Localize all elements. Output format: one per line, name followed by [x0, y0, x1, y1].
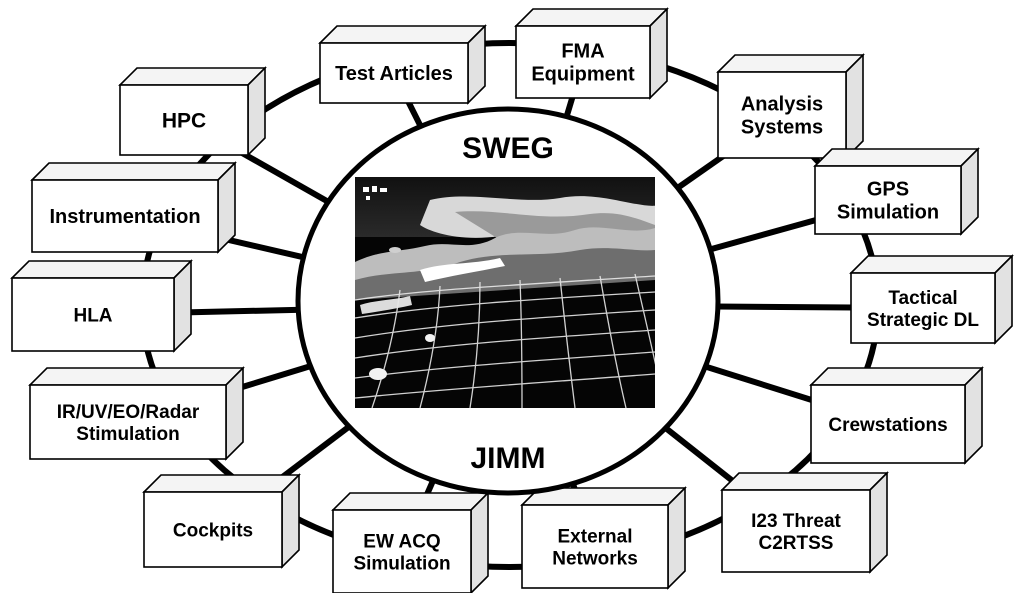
- box-front-face: [521, 504, 669, 589]
- gps-simulation-label-line-1: GPS: [867, 179, 909, 201]
- box-side-face: [225, 366, 244, 461]
- box-top-face: [514, 8, 669, 27]
- box-top-face: [142, 474, 301, 493]
- box-top-face: [809, 367, 984, 386]
- external-networks-label-line-1: External: [558, 526, 633, 547]
- box-cockpits: Cockpits: [142, 473, 301, 569]
- box-top-face: [849, 255, 1014, 274]
- box-front-face: [11, 277, 175, 352]
- box-top-face: [28, 367, 245, 386]
- box-hla: HLA: [10, 259, 193, 353]
- box-front-face: [332, 509, 472, 593]
- box-side-face: [217, 161, 236, 254]
- fma-equipment-label-line-1: FMA: [561, 41, 604, 63]
- box-side-face: [470, 491, 489, 593]
- i23-threat-c2rtss-label-line-2: C2RTSS: [759, 533, 834, 554]
- hla-label-line-1: HLA: [73, 305, 112, 326]
- box-side-face: [281, 473, 300, 569]
- cockpits-label-line-1: Cockpits: [173, 520, 253, 541]
- box-front-face: [721, 489, 871, 573]
- terrain-simulation-image: [355, 177, 655, 408]
- box-test-articles: Test Articles: [318, 24, 487, 105]
- box-front-face: [29, 384, 227, 460]
- tactical-strategic-dl-label-line-2: Strategic DL: [867, 310, 979, 331]
- box-top-face: [118, 67, 267, 86]
- test-articles-label-line-1: Test Articles: [335, 63, 453, 85]
- hpc-label-line-1: HPC: [162, 110, 206, 133]
- instrumentation-label-line-1: Instrumentation: [49, 206, 200, 228]
- box-side-face: [964, 366, 983, 465]
- box-front-face: [319, 42, 469, 104]
- box-hpc: HPC: [118, 66, 267, 157]
- box-side-face: [869, 471, 888, 574]
- box-instrumentation: Instrumentation: [30, 161, 237, 254]
- gps-simulation-label-line-2: Simulation: [837, 202, 939, 224]
- box-side-face: [845, 53, 864, 160]
- box-side-face: [173, 259, 192, 353]
- box-side-face: [649, 7, 668, 100]
- ew-acq-simulation-label-line-2: Simulation: [353, 553, 450, 574]
- box-front-face: [850, 272, 996, 344]
- box-top-face: [813, 148, 980, 167]
- box-front-face: [143, 491, 283, 568]
- fma-equipment-label-line-2: Equipment: [531, 64, 635, 86]
- crewstations-label-line-1: Crewstations: [828, 415, 947, 436]
- box-top-face: [10, 260, 193, 279]
- external-networks-label-line-2: Networks: [552, 548, 638, 569]
- box-top-face: [720, 472, 889, 491]
- box-front-face: [31, 179, 219, 253]
- box-front-face: [810, 384, 966, 464]
- box-front-face: [717, 71, 847, 159]
- ir-uv-eo-radar-stimulation-label-line-2: Stimulation: [76, 424, 179, 445]
- ir-uv-eo-radar-stimulation-label-line-1: IR/UV/EO/Radar: [57, 402, 200, 423]
- box-top-face: [716, 54, 865, 73]
- box-top-face: [30, 162, 237, 181]
- ew-acq-simulation-label-line-1: EW ACQ: [363, 531, 440, 552]
- analysis-systems-label-line-2: Systems: [741, 117, 823, 139]
- box-crewstations: Crewstations: [809, 366, 984, 465]
- box-top-face: [331, 492, 490, 511]
- hub-bottom-label: JIMM: [471, 442, 546, 475]
- tactical-strategic-dl-label-line-1: Tactical: [888, 288, 957, 309]
- box-front-face: [515, 25, 651, 99]
- hub-top-label: SWEG: [462, 132, 554, 165]
- box-top-face: [318, 25, 487, 44]
- box-front-face: [814, 165, 962, 235]
- box-front-face: [119, 84, 249, 156]
- i23-threat-c2rtss-label-line-1: I23 Threat: [751, 511, 841, 532]
- box-side-face: [667, 486, 686, 590]
- analysis-systems-label-line-1: Analysis: [741, 94, 823, 116]
